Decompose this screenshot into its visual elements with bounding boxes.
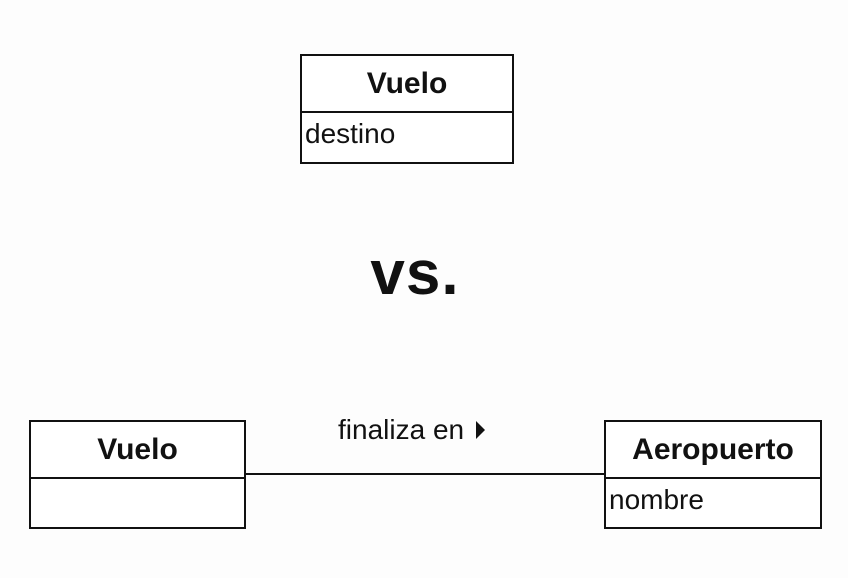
attribute-destino: destino [305,118,396,149]
class-name: Vuelo [31,422,244,479]
class-name: Aeropuerto [606,422,820,479]
class-box-vuelo-bottom: Vuelo [29,420,246,529]
class-attributes-empty [31,479,244,528]
association-line [246,473,604,475]
association-label-text: finaliza en [338,414,465,445]
class-name: Vuelo [302,56,512,113]
attribute-nombre: nombre [609,484,704,515]
association-label: finaliza en [338,414,486,446]
class-box-vuelo-top: Vuelo destino [300,54,514,164]
class-box-aeropuerto: Aeropuerto nombre [604,420,822,529]
right-triangle-icon [476,421,486,439]
class-attributes: destino [302,113,512,162]
vs-separator: vs. [370,239,460,308]
class-attributes: nombre [606,479,820,528]
